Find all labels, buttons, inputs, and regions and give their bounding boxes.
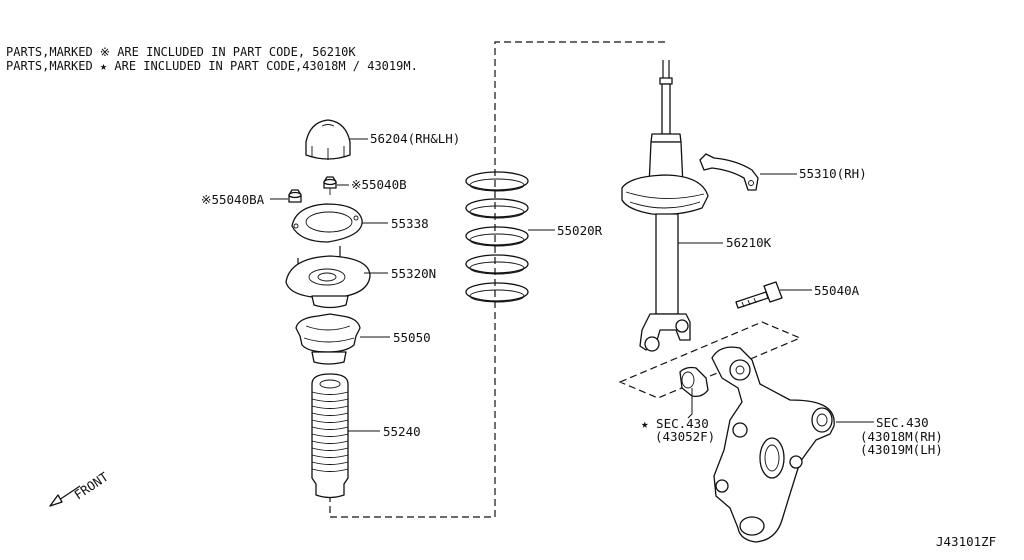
label-spring: 55020R (557, 223, 603, 238)
boot-rib (311, 461, 349, 465)
boot-ribs (311, 391, 349, 472)
bump-stopper (295, 313, 361, 365)
boot-rib (311, 398, 349, 402)
spring-coil (465, 282, 529, 302)
label-strut: 56210K (726, 235, 772, 250)
boot-rib (311, 405, 349, 409)
label-knuckle-sec: SEC.430 (876, 415, 929, 430)
label-cap: 56204(RH&LH) (370, 131, 460, 146)
bushing-outline (618, 321, 802, 399)
hose-bracket (699, 153, 759, 191)
label-plate: 55338 (391, 216, 429, 231)
spring-coil-inner (469, 178, 525, 192)
boot-rib (311, 454, 349, 458)
strut-mount (285, 246, 371, 309)
label-bolt: 55040A (814, 283, 860, 298)
shock-absorber (621, 60, 709, 352)
front-label: FRONT (71, 469, 111, 503)
spring-coil-inner (469, 261, 525, 275)
label-bumper: 55050 (393, 330, 431, 345)
label-nut-b: ※55040B (351, 177, 407, 192)
boot-rib (311, 433, 349, 437)
bushing (679, 366, 709, 398)
label-mount: 55320N (391, 266, 436, 281)
label-bushing-code: (43052F) (655, 429, 715, 444)
spring-coil-inner (469, 289, 525, 303)
spring-coil-inner (469, 205, 525, 219)
boot-rib (311, 419, 349, 423)
figure-code: J43101ZF (936, 534, 996, 549)
label-nut-ba: ※55040BA (201, 192, 265, 207)
boot-rib (311, 391, 349, 395)
label-knuckle-rh: (43018M(RH) (860, 429, 943, 444)
strut-cap (305, 119, 351, 160)
spring-coil (465, 254, 529, 274)
knuckle-arm (711, 346, 835, 543)
spring-coil (465, 171, 529, 191)
front-arrow-icon (49, 485, 81, 507)
label-boot: 55240 (383, 424, 421, 439)
bolt-55040a (735, 281, 783, 309)
nut-55040ba (288, 189, 302, 203)
boot-rib (311, 412, 349, 416)
leader-lines (270, 138, 874, 432)
nut-55040b (323, 176, 337, 195)
label-knuckle-lh: (43019M(LH) (860, 442, 943, 457)
mounting-plate (291, 203, 363, 243)
coil-spring (465, 171, 529, 303)
spring-coil-inner (469, 233, 525, 247)
label-bracket: 55310(RH) (799, 166, 867, 181)
boot-rib (311, 426, 349, 430)
boot-rib (311, 468, 349, 472)
boot-rib (311, 447, 349, 451)
note-line-2: PARTS,MARKED ★ ARE INCLUDED IN PART CODE… (6, 59, 418, 73)
dust-boot (311, 373, 349, 499)
label-bushing-sec: ★ SEC.430 (641, 416, 709, 431)
note-line-1: PARTS,MARKED ※ ARE INCLUDED IN PART CODE… (6, 45, 356, 59)
spring-coil (465, 226, 529, 246)
alignment-dashed-line (329, 41, 665, 518)
spring-coil (465, 198, 529, 218)
boot-rib (311, 440, 349, 444)
